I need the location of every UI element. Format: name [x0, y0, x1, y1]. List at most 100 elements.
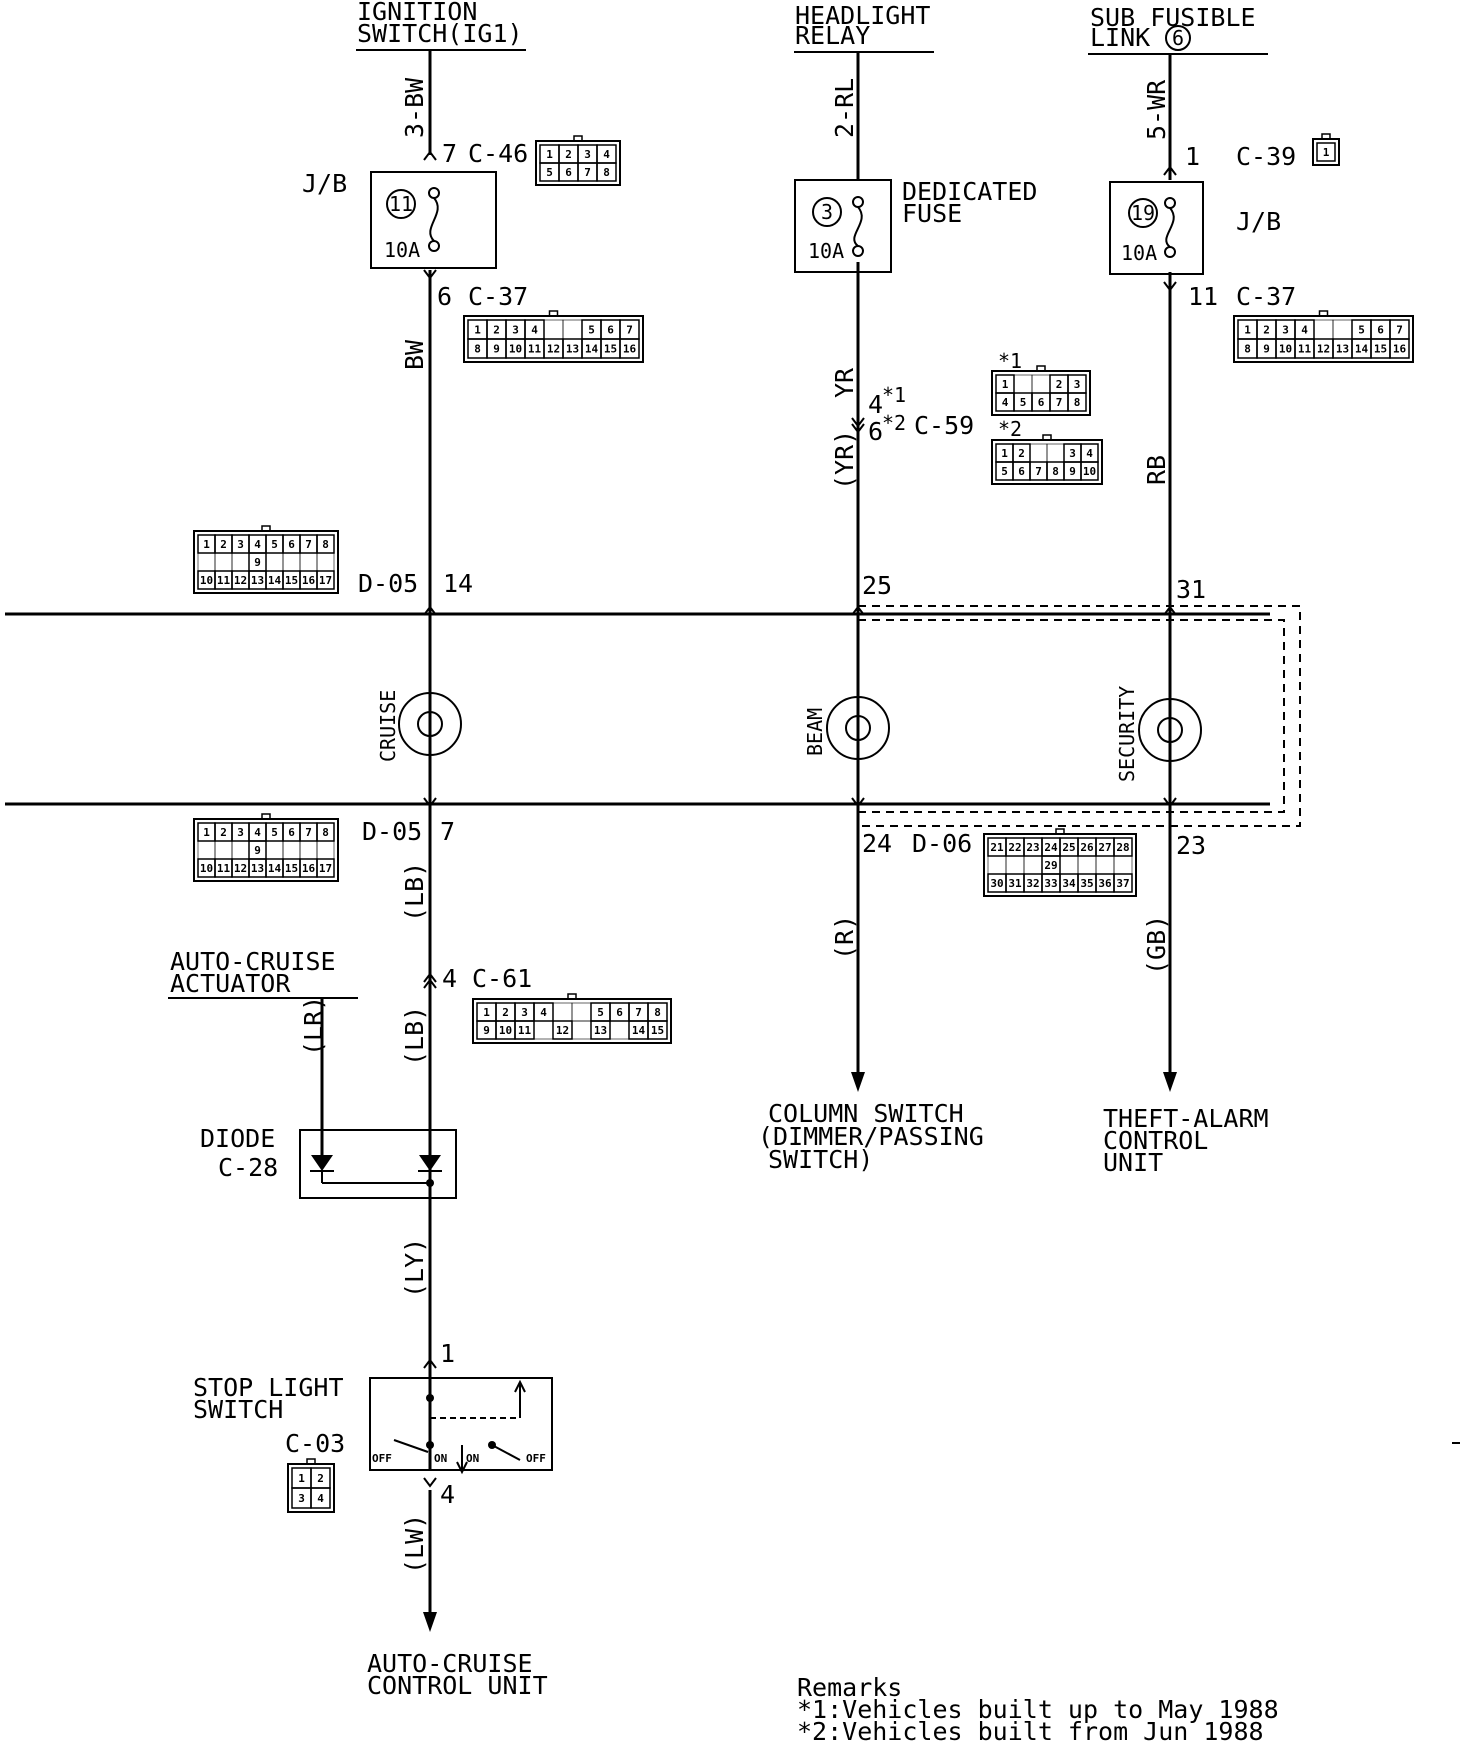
connector-pin-number: 4: [603, 148, 610, 161]
svg-text:C-37: C-37: [468, 282, 528, 311]
connector-pin-cell: [552, 1002, 573, 1022]
connector-pin-cell: [1005, 855, 1025, 875]
connector-pin-number: 26: [1080, 841, 1094, 854]
connector-pin-number: 4: [254, 826, 261, 839]
connector-pin-number: 34: [1062, 877, 1076, 890]
connector-pin-number: 15: [604, 343, 617, 356]
connector-pin-number: 5: [271, 826, 278, 839]
svg-text:STOP LIGHT: STOP LIGHT: [193, 1373, 344, 1402]
connector-pin-number: 3: [1282, 324, 1289, 337]
svg-text:(GB): (GB): [1142, 915, 1171, 975]
svg-text:HEADLIGHT: HEADLIGHT: [795, 1, 930, 30]
connector-pin-cell: [299, 840, 318, 860]
connector-pin-number: 13: [1336, 343, 1349, 356]
connector-pin-number: 7: [305, 826, 312, 839]
svg-text:OFF: OFF: [372, 1452, 392, 1465]
connector-pin-number: 33: [1044, 877, 1057, 890]
connector-pin-number: 11: [1298, 343, 1312, 356]
wire-column-left: [423, 50, 437, 1632]
connector-pin-number: 14: [268, 574, 282, 587]
connector-pin-number: 6: [616, 1006, 623, 1019]
wire-column-right: [1163, 54, 1177, 1092]
stop-light-switch: STOP LIGHT SWITCH C-03 OFF ON ON OFF: [193, 1373, 553, 1475]
headlight-relay-label: HEADLIGHT RELAY: [794, 1, 934, 53]
connector-pin-number: 7: [1035, 465, 1042, 478]
connector-pin-cell: [1095, 855, 1115, 875]
connector-pin-number: 9: [1263, 343, 1270, 356]
svg-text:(LR): (LR): [299, 996, 328, 1056]
wire-column-middle: [851, 52, 865, 1092]
connector-pin-cell: [1389, 338, 1410, 359]
svg-text:6: 6: [868, 417, 883, 446]
connector-pin-number: 16: [623, 343, 637, 356]
svg-text:UNIT: UNIT: [1103, 1148, 1163, 1177]
connector-pin-number: 27: [1098, 841, 1111, 854]
connector-pin-number: 8: [654, 1006, 661, 1019]
connector-pin-cell: [1031, 374, 1051, 394]
svg-text:(YR): (YR): [830, 430, 859, 490]
connector-pin-cell: [214, 552, 233, 572]
svg-text:DIODE: DIODE: [200, 1124, 275, 1153]
svg-text:(LB): (LB): [400, 1006, 429, 1066]
svg-text:10A: 10A: [1121, 241, 1157, 265]
connector-pin-cell: [533, 1020, 554, 1040]
fuse-19: 19 10A J/B: [1109, 181, 1281, 275]
svg-text:1: 1: [440, 1339, 455, 1368]
connector-pin-number: 3: [584, 148, 591, 161]
svg-text:ACTUATOR: ACTUATOR: [170, 969, 291, 998]
connector-pin-number: 3: [1069, 447, 1076, 460]
svg-text:4: 4: [868, 390, 883, 419]
svg-text:CONTROL: CONTROL: [1103, 1126, 1208, 1155]
svg-text:1: 1: [1185, 142, 1200, 171]
connector-pin-cell: [571, 1002, 592, 1022]
svg-text:C-39: C-39: [1236, 142, 1296, 171]
connector-pin-number: 7: [635, 1006, 642, 1019]
connector-pin-number: 7: [1056, 396, 1063, 409]
diode-c28: DIODE C-28: [200, 1124, 457, 1199]
connector-pin-number: 24: [1044, 841, 1058, 854]
connector-pin-number: 11: [528, 343, 542, 356]
connector-pin-number: 10: [509, 343, 522, 356]
connector-pin-cell: [265, 552, 284, 572]
svg-text:*2: *2: [882, 411, 906, 435]
connector-pin-cell: [596, 162, 617, 182]
connector-pin-number: 4: [1002, 396, 1009, 409]
clock-spring-beam: BEAM: [803, 696, 890, 760]
connector-pin-cell: [197, 840, 216, 860]
connector-pin-cell: [1013, 374, 1033, 394]
connector-pin-cell: [316, 840, 335, 860]
svg-text:AUTO-CRUISE: AUTO-CRUISE: [170, 947, 336, 976]
svg-text:RB: RB: [1142, 455, 1171, 485]
connector-pin-number: 13: [566, 343, 579, 356]
svg-text:2-RL: 2-RL: [830, 78, 859, 138]
connector-pin-number: 1: [203, 538, 210, 551]
connector-pin-number: 1: [483, 1006, 490, 1019]
svg-text:6: 6: [1172, 26, 1184, 50]
connector-pin-number: 7: [626, 324, 633, 337]
auto-cruise-control-unit: AUTO-CRUISE CONTROL UNIT: [367, 1649, 548, 1700]
svg-text:THEFT-ALARM: THEFT-ALARM: [1103, 1104, 1269, 1133]
connector-pin-cell: [316, 552, 335, 572]
svg-text:(LB): (LB): [400, 862, 429, 922]
svg-text:*1: *1: [882, 383, 906, 407]
connector-pin-number: 5: [597, 1006, 604, 1019]
connector-pin-number: 14: [1355, 343, 1369, 356]
connector-pin-number: 13: [594, 1024, 607, 1037]
connector-pin-number: 13: [251, 574, 264, 587]
svg-text:AUTO-CRUISE: AUTO-CRUISE: [367, 1649, 533, 1678]
connector-pin-cell: [647, 1020, 668, 1040]
connector-pin-number: 15: [1374, 343, 1387, 356]
svg-text:SWITCH(IG1): SWITCH(IG1): [357, 19, 523, 48]
svg-text:4: 4: [440, 1480, 455, 1509]
connector-pin-number: 12: [234, 862, 247, 875]
connector-pin-number: 13: [251, 862, 264, 875]
svg-text:SWITCH): SWITCH): [768, 1145, 873, 1174]
connector-pin-cell: [282, 552, 301, 572]
connector-pin-number: 31: [1008, 877, 1022, 890]
